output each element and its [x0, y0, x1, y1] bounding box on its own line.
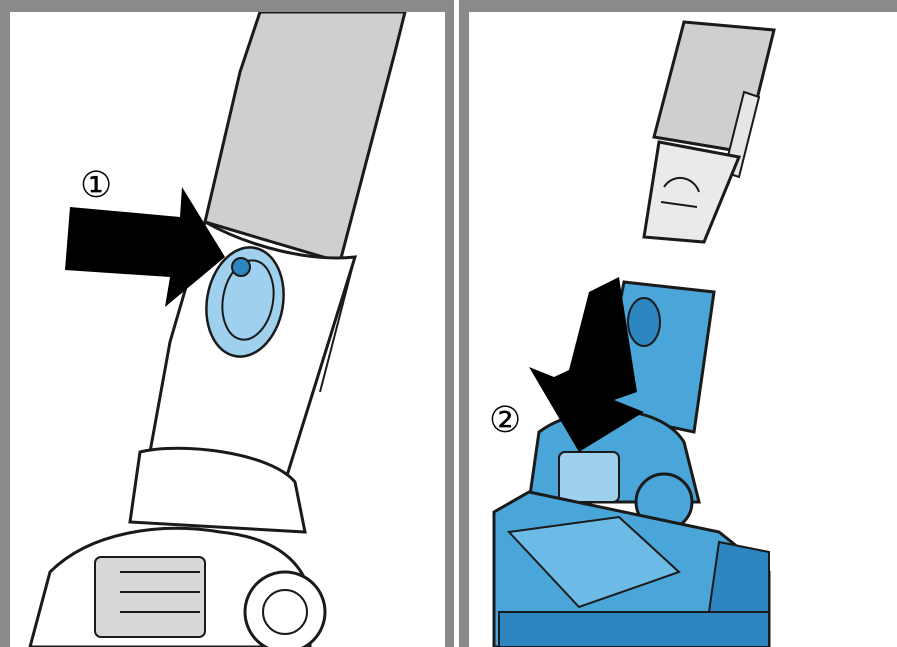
step-2-panel: ② [469, 12, 897, 647]
step-1-illustration: ① [10, 12, 445, 647]
upper-tube [654, 22, 774, 152]
frame-top-right [459, 0, 897, 12]
joint-gray-part [95, 557, 205, 637]
frame-divider-right [459, 0, 469, 647]
tube-connector [644, 142, 739, 242]
frame-divider-left [445, 0, 454, 647]
release-button-dot [232, 258, 250, 276]
joint-wheel [245, 572, 325, 647]
step-1-marker: ① [80, 165, 112, 206]
blue-neck-button [628, 298, 660, 346]
step-1-panel: ① [10, 12, 445, 647]
step-2-marker: ② [489, 400, 521, 441]
nozzle-side [709, 542, 769, 612]
upper-tube [205, 12, 405, 262]
step-2-illustration: ② [469, 12, 897, 647]
nozzle-roller [499, 612, 769, 647]
frame-top-left [0, 0, 451, 12]
frame-left-border [0, 0, 10, 647]
